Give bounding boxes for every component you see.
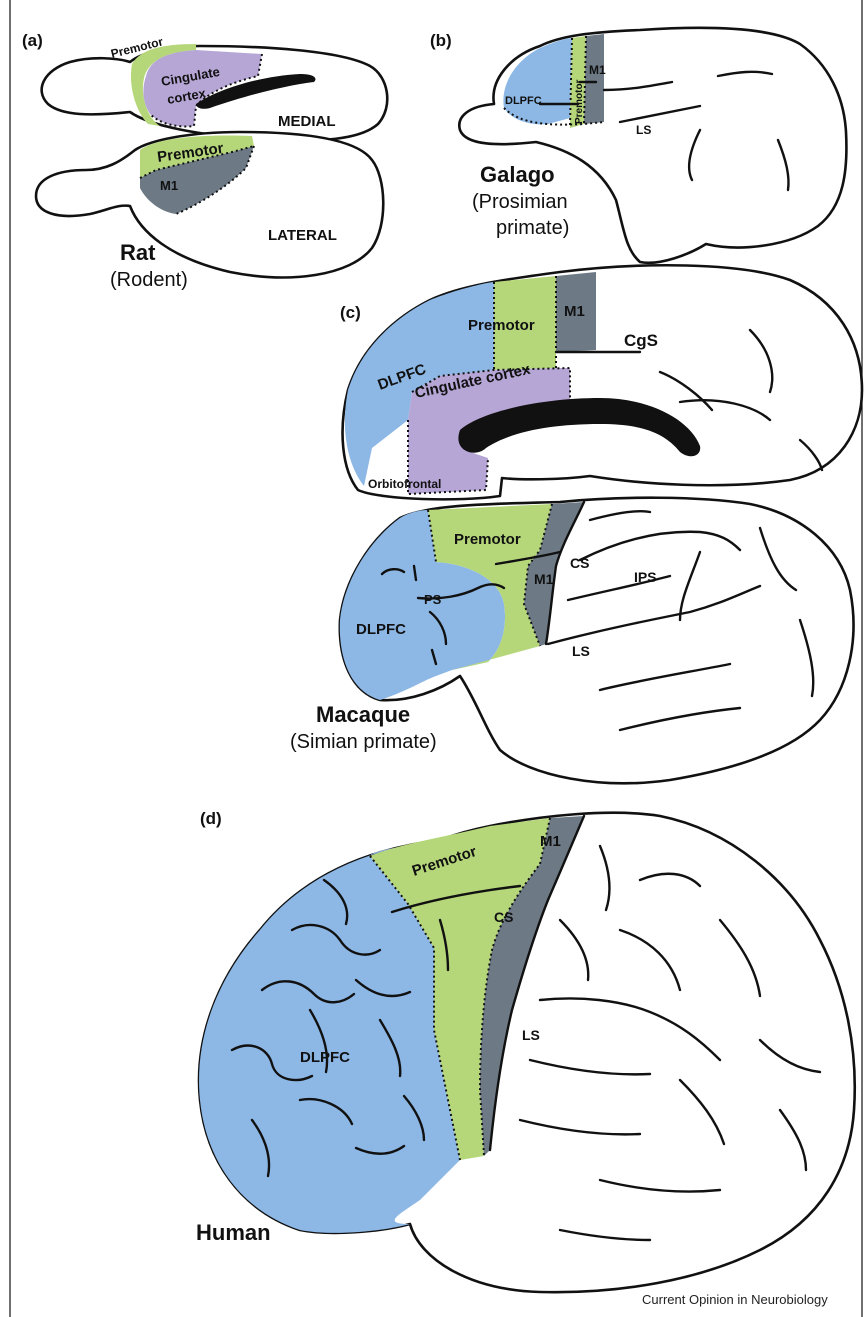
panel-label-b: (b)	[430, 31, 452, 50]
macaque-lateral-m1-label: M1	[534, 571, 554, 587]
galago-species-name: Galago	[480, 162, 555, 187]
human-m1-label: M1	[540, 833, 561, 850]
macaque-lateral-premotor-label: Premotor	[454, 531, 521, 548]
macaque-ls-label: LS	[572, 643, 590, 659]
macaque-cgs-label: CgS	[624, 331, 658, 350]
galago-premotor-label: Premotor	[574, 79, 585, 124]
rat-species-group: (Rodent)	[110, 269, 188, 291]
galago-dlpfc-label: DLPFC	[505, 95, 542, 107]
galago-group-line-2: primate)	[496, 217, 569, 239]
galago-m1-region	[584, 34, 604, 124]
macaque-species-group: (Simian primate)	[290, 731, 437, 753]
human-cs-label: CS	[494, 909, 513, 925]
macaque-ps-label: PS	[424, 592, 442, 607]
macaque-lateral-dlpfc-label: DLPFC	[356, 621, 406, 638]
journal-credit: Current Opinion in Neurobiology	[642, 1292, 828, 1307]
galago-ls-label: LS	[636, 123, 651, 137]
rat-lateral-label: LATERAL	[268, 227, 337, 244]
galago-group-line-1: (Prosimian	[472, 191, 568, 213]
human-species-name: Human	[196, 1220, 271, 1245]
human-dlpfc-label: DLPFC	[300, 1049, 350, 1066]
rat-species-name: Rat	[120, 240, 156, 265]
rat-medial-label: MEDIAL	[278, 113, 336, 130]
macaque-ips-label: IPS	[634, 569, 657, 585]
macaque-cs-label: CS	[570, 555, 589, 571]
galago-m1-label: M1	[589, 63, 606, 77]
panel-label-c: (c)	[340, 303, 361, 322]
human-ls-label: LS	[522, 1027, 540, 1043]
panel-label-d: (d)	[200, 809, 222, 828]
panel-label-a: (a)	[22, 31, 43, 50]
galago-dlpfc-region	[503, 38, 572, 124]
rat-m1-label: M1	[160, 178, 178, 193]
macaque-medial-premotor-label: Premotor	[468, 317, 535, 334]
macaque-species-name: Macaque	[316, 702, 410, 727]
macaque-medial-m1-label: M1	[564, 303, 585, 320]
macaque-orbitofrontal-label: Orbitofrontal	[368, 477, 441, 491]
